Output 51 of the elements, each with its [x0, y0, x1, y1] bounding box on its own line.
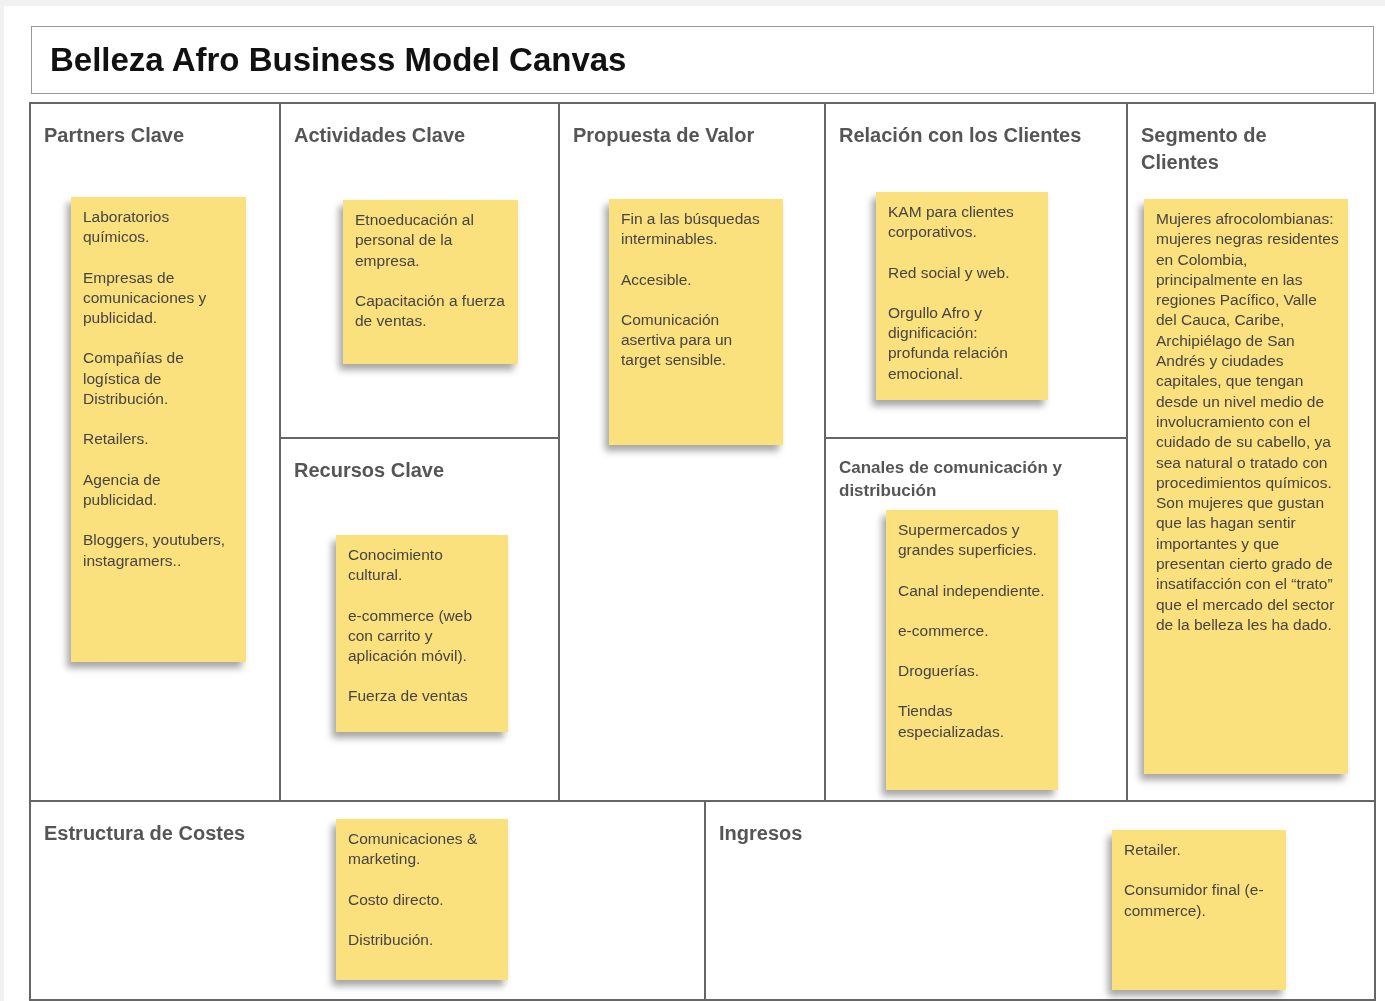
- note-text: e-commerce.: [898, 620, 990, 641]
- note-text: Tiendas especializadas.: [898, 701, 1005, 742]
- canvas-section: [1126, 102, 1376, 802]
- note-text: Comunicaciones & marketing.: [348, 829, 479, 870]
- note-text: Capacitación a fuerza de ventas.: [355, 290, 506, 332]
- section-heading: Ingresos: [719, 821, 803, 846]
- sticky-note: [1112, 830, 1286, 990]
- note-text: Fin a las búsquedas interminables.: [621, 209, 761, 250]
- note-text: Fuerza de ventas: [348, 686, 469, 707]
- sticky-note: [336, 535, 508, 732]
- section-heading: Recursos Clave: [294, 458, 445, 483]
- note-text: Distribución.: [348, 929, 435, 950]
- sticky-note: [343, 200, 518, 364]
- sticky-note: [609, 199, 783, 445]
- section-heading: Propuesta de Valor: [573, 123, 755, 148]
- note-text: KAM para clientes corporativos.: [888, 202, 1015, 243]
- note-text: Droguerías.: [898, 661, 980, 682]
- section-heading: Partners Clave: [44, 123, 185, 148]
- sticky-note: [71, 197, 246, 662]
- note-text: Canal independiente.: [898, 580, 1046, 601]
- note-text: Compañías de logística de Distribución.: [83, 348, 185, 410]
- note-text: Bloggers, youtubers, instagramers..: [83, 530, 227, 571]
- sticky-note: [336, 819, 508, 980]
- note-text: Consumidor final (e-commerce).: [1124, 880, 1265, 921]
- canvas-section: [29, 102, 281, 802]
- canvas-section: [704, 800, 1376, 1001]
- section-heading: Relación con los Clientes: [839, 123, 1082, 148]
- note-text: Etnoeducación al personal de la empresa.: [355, 210, 475, 271]
- note-text: Retailers.: [83, 429, 150, 450]
- note-text: Supermercados y grandes superficies.: [898, 520, 1038, 561]
- note-text: Empresas de comunicaciones y publicidad.: [83, 267, 208, 329]
- sticky-note: [886, 510, 1058, 790]
- note-text: Costo directo.: [348, 889, 445, 910]
- sticky-note: [876, 192, 1048, 400]
- note-text: Orgullo Afro y dignificación: profunda relación emocional.: [888, 302, 1009, 384]
- section-heading: Actividades Clave: [294, 123, 466, 148]
- title: Belleza Afro Business Model Canvas: [50, 41, 627, 79]
- section-heading: Canales de comunicación y distribución: [839, 457, 1063, 502]
- note-text: Conocimiento cultural.: [348, 545, 444, 586]
- section-heading: Estructura de Costes: [44, 821, 246, 846]
- note-text: Laboratorios químicos.: [83, 207, 171, 248]
- note-text: Agencia de publicidad.: [83, 469, 162, 510]
- sticky-note: [1144, 199, 1348, 774]
- canvas-section: [29, 800, 706, 1001]
- note-text: Mujeres afrocolombianas: mujeres negras residentes en Colombia, principalmente en las regiones Pacífico, Valle del Cauca, Caribe, Archipiélago de San Andrés y ciudades capitales, que tengan desde un nivel medio de involucramiento con el cuidado de su cabello, ya sea natural o tratado con procedimientos químicos. Son mujeres que gustan que las hagan sentir importantes y que presentan cierto grado de insatifacción con el “trato” que el mercado del sector de la belleza les ha dado.: [1156, 209, 1340, 635]
- note-text: Accesible.: [621, 269, 693, 290]
- note-text: Red social y web.: [888, 262, 1011, 283]
- note-text: Retailer.: [1124, 840, 1182, 860]
- note-text: Comunicación asertiva para un target sensible.: [621, 309, 734, 371]
- note-text: e-commerce (web con carrito y aplicación móvil).: [348, 605, 474, 667]
- section-heading: Segmento de Clientes: [1141, 123, 1268, 175]
